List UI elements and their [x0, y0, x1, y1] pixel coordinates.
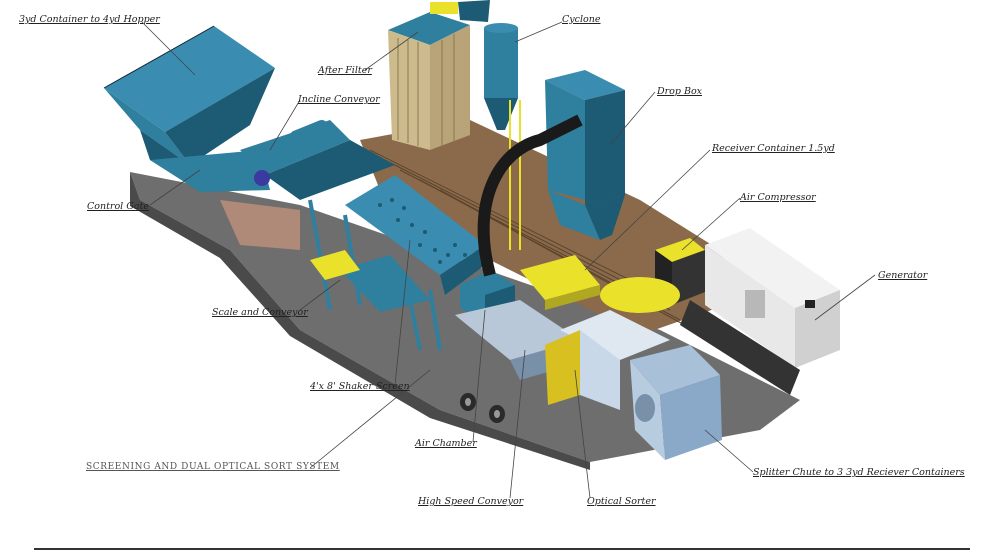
label-scale-conveyor: Scale and Conveyor	[212, 307, 308, 318]
label-high-speed-conveyor: High Speed Conveyor	[418, 496, 524, 507]
label-generator: Generator	[878, 270, 928, 281]
label-shaker-screen: 4'x 8' Shaker Screen	[310, 381, 410, 392]
label-cyclone: Cyclone	[562, 14, 601, 25]
label-air-compressor: Air Compressor	[740, 192, 816, 203]
label-control-gate: Control Gate	[87, 201, 149, 212]
incline-conveyor	[240, 119, 395, 200]
label-receiver-container: Receiver Container 1.5yd	[712, 143, 835, 154]
air-duct	[477, 114, 583, 277]
splitter-chute	[630, 345, 722, 460]
trailer-wheels	[460, 393, 505, 423]
scale-conveyor	[310, 250, 430, 312]
label-incline-conveyor: Incline Conveyor	[298, 94, 380, 105]
bottom-rule	[34, 548, 970, 550]
drop-box	[545, 70, 625, 240]
optical-sorter	[545, 310, 670, 410]
cyclone	[484, 23, 521, 250]
label-optical-sorter: Optical Sorter	[587, 496, 656, 507]
label-air-chamber: Air Chamber	[415, 438, 477, 449]
label-drop-box: Drop Box	[657, 86, 703, 97]
diagram-caption: SCREENING AND DUAL OPTICAL SORT SYSTEM	[86, 462, 340, 472]
receiver-container	[520, 255, 600, 310]
label-hopper: 3yd Container to 4yd Hopper	[19, 14, 160, 25]
leader-lines	[141, 21, 876, 499]
hopper	[103, 25, 275, 192]
label-splitter-chute: Splitter Chute to 3 3yd Reciever Contain…	[753, 467, 965, 478]
air-compressor	[600, 238, 705, 313]
after-filter	[388, 0, 490, 150]
label-after-filter: After Filter	[318, 65, 372, 76]
shaker-screen	[345, 175, 485, 295]
generator	[680, 228, 840, 395]
